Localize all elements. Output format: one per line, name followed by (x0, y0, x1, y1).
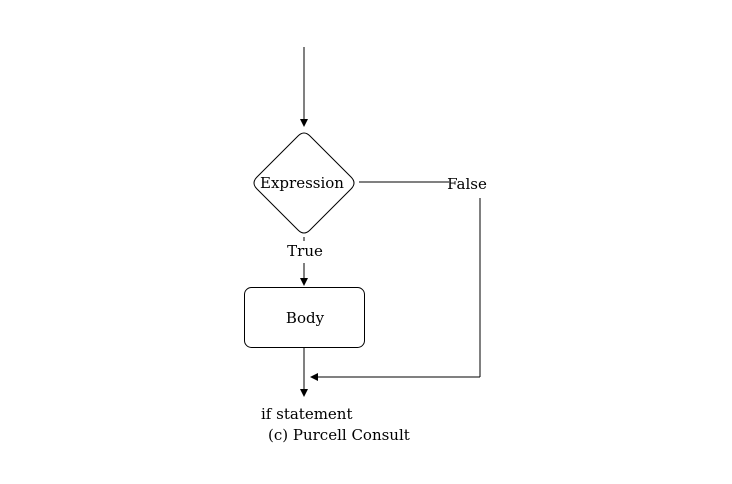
body-label: Body (286, 309, 325, 327)
body-box (244, 287, 365, 348)
entry-arrowhead (300, 119, 308, 127)
false-edge-arrowhead (310, 373, 318, 381)
true-label: True (287, 242, 323, 260)
true-edge-arrowhead (300, 278, 308, 286)
decision-diamond (253, 132, 355, 234)
false-label: False (447, 175, 487, 193)
caption-title: if statement (261, 405, 352, 423)
caption-credit: (c) Purcell Consult (268, 426, 410, 444)
decision-label: Expression (260, 174, 344, 192)
exit-arrowhead (300, 389, 308, 397)
